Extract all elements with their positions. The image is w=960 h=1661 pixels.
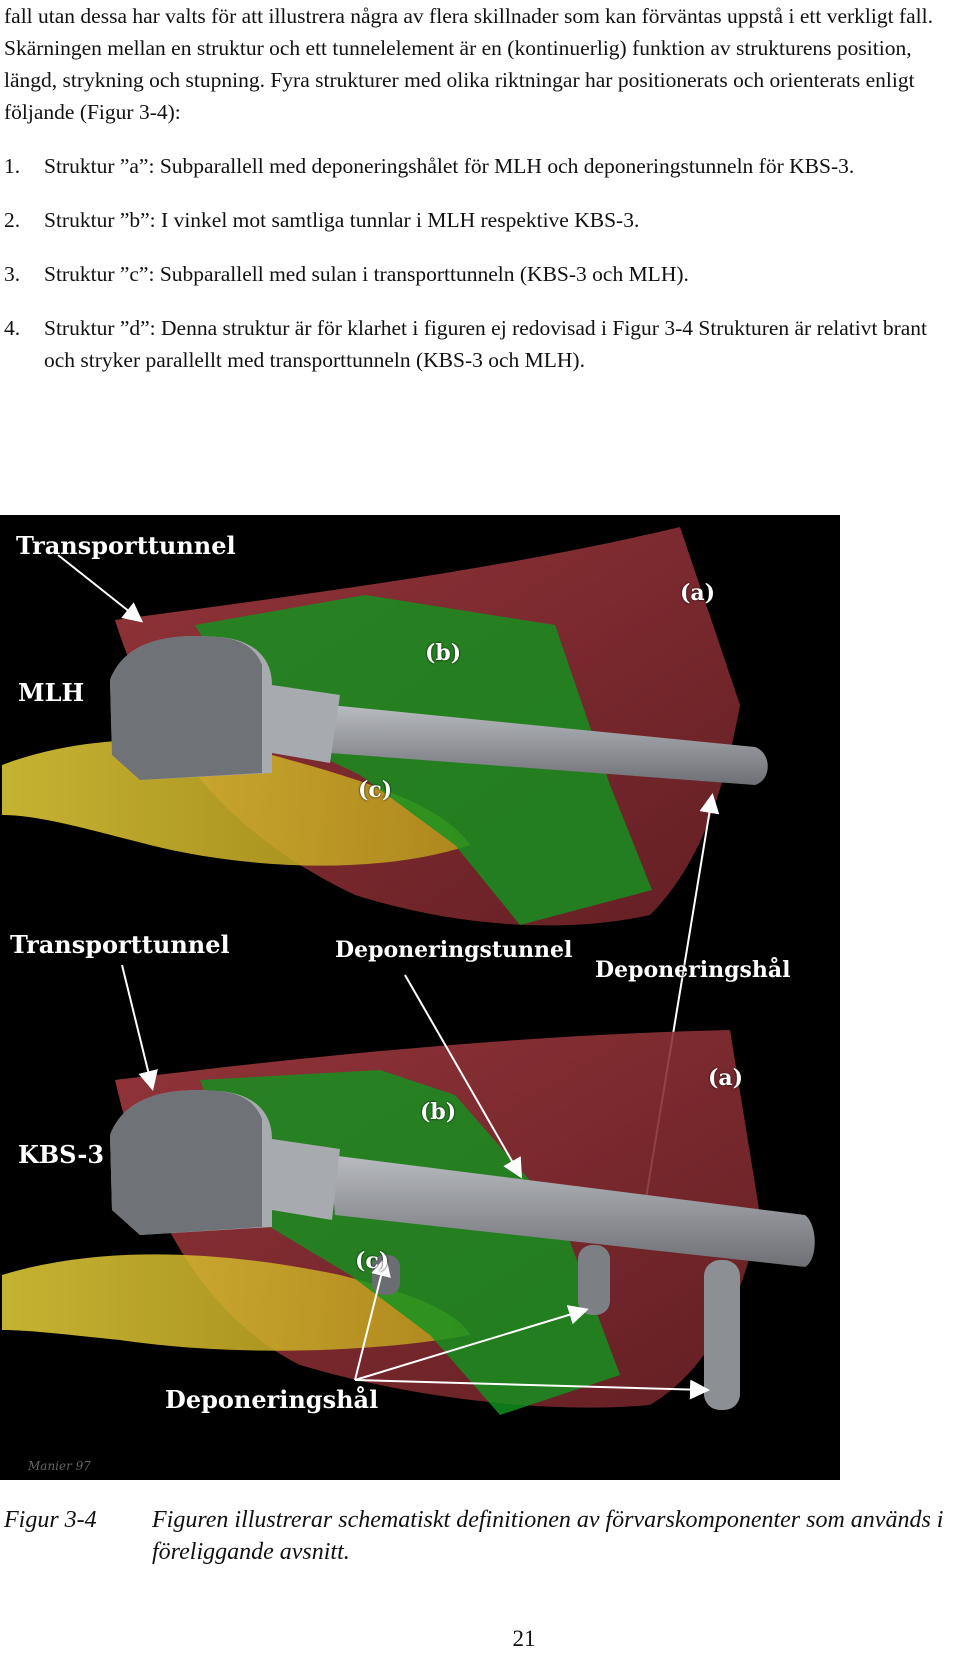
page-number: 21 (512, 1626, 536, 1651)
deposition-hole-1 (578, 1245, 610, 1315)
list-item: 2. Struktur ”b”: I vinkel mot samtliga t… (0, 204, 940, 236)
deposition-hole-label: Deponeringshål (595, 957, 791, 983)
deposition-hole-cylinder (330, 705, 768, 785)
list-item-text: Struktur ”c”: Subparallell med sulan i t… (44, 262, 689, 286)
structure-c-label: (c) (355, 1248, 390, 1274)
caption-text: Figuren illustrerar schematiskt definiti… (152, 1507, 944, 1565)
body-text: fall utan dessa har valts för att illust… (0, 0, 940, 376)
transport-tunnel-label: Transporttunnel (10, 930, 230, 959)
list-item-number: 2. (4, 208, 21, 232)
structure-b-label: (b) (420, 1099, 457, 1125)
structure-c-plane (2, 739, 470, 866)
structure-b-label: (b) (425, 640, 462, 666)
transport-tunnel-face (110, 1090, 262, 1235)
artist-signature: Manier 97 (28, 1459, 91, 1473)
method-label: MLH (18, 678, 85, 707)
deposition-tunnel-body (330, 1155, 815, 1267)
structure-a-label: (a) (680, 580, 716, 606)
deposition-hole-2 (704, 1260, 740, 1410)
mlh-diagram (2, 527, 768, 1236)
list-item: 3. Struktur ”c”: Subparallell med sulan … (0, 258, 940, 290)
structure-c-plane (2, 1254, 470, 1351)
structure-a-label: (a) (708, 1065, 744, 1091)
intro-paragraph: fall utan dessa har valts för att illust… (4, 4, 933, 124)
transport-tunnel-face (110, 636, 262, 780)
method-label: KBS-3 (18, 1140, 105, 1169)
list-item-number: 1. (4, 154, 21, 178)
kbs3-diagram (2, 964, 815, 1415)
transport-tunnel-label: Transporttunnel (16, 531, 236, 560)
caption-label: Figur 3-4 (4, 1507, 97, 1533)
figure-illustration (2, 527, 815, 1415)
list-item-number: 3. (4, 262, 21, 286)
figure-3-4: Transporttunnel MLH (a) (b) (c) Transpor… (0, 515, 840, 1480)
list-item-text: Struktur ”d”: Denna struktur är för klar… (44, 316, 928, 372)
structure-c-label: (c) (358, 777, 393, 803)
list-item-number: 4. (4, 316, 21, 340)
deposition-holes-label: Deponeringshål (165, 1385, 379, 1414)
list-item-text: Struktur ”a”: Subparallell med deponerin… (44, 154, 855, 178)
list-item: 1. Struktur ”a”: Subparallell med depone… (0, 150, 940, 182)
list-item: 4. Struktur ”d”: Denna struktur är för k… (0, 312, 940, 376)
list-item-text: Struktur ”b”: I vinkel mot samtliga tunn… (44, 208, 640, 232)
deposition-tunnel-label: Deponeringstunnel (335, 937, 573, 963)
